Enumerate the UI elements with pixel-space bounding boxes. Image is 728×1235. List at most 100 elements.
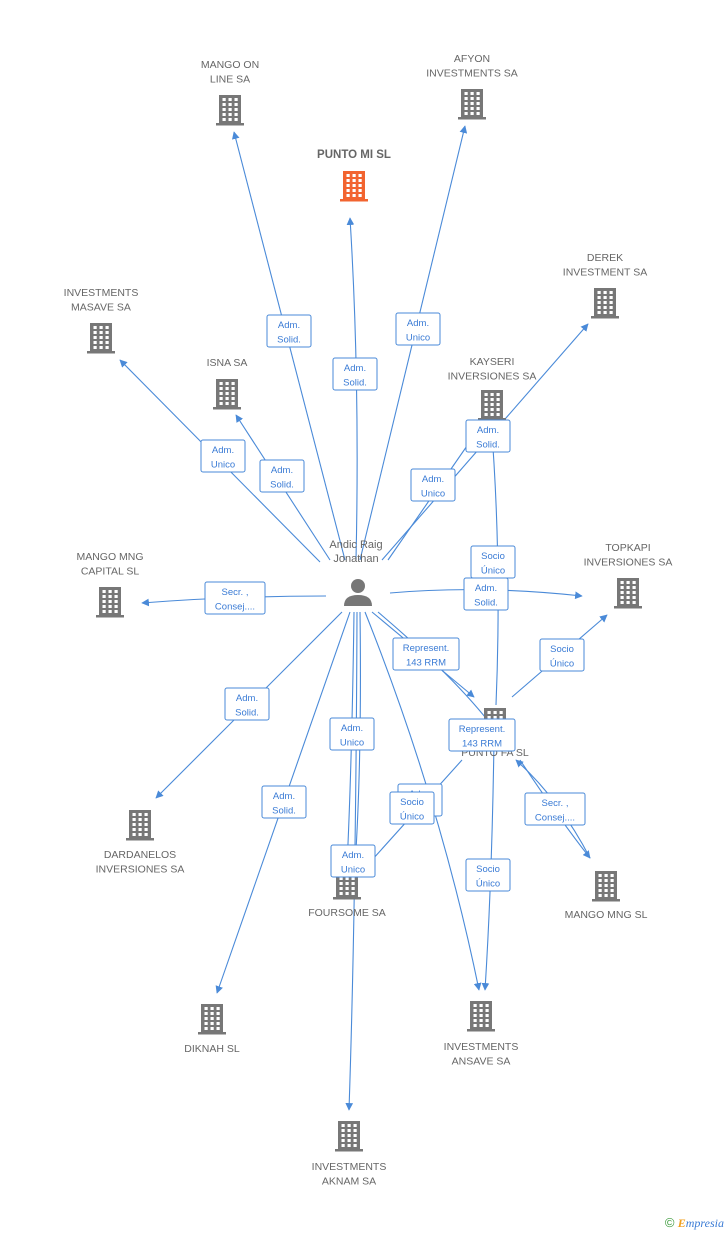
relation-text: Represent. [403,643,449,654]
relation-box [410,468,456,502]
company-label: DIKNAH SL [184,1043,240,1055]
relation-text: Adm. [273,791,295,802]
building-icon [335,1121,363,1152]
person-name-line1: Andic Raig [329,539,382,551]
relation-text: Adm. [271,465,293,476]
relation-text: Adm. [212,445,234,456]
relation-text: Unico [340,738,364,749]
relation-text: Adm. [477,425,499,436]
relation-label-r-afyon[interactable]: Adm.Unico [395,312,441,346]
company-label: INVESTMENT SA [563,267,647,279]
building-icon [591,288,619,319]
relation-label-r-represent-2[interactable]: Represent.143 RRM [448,718,516,752]
relation-label-r-topkapi[interactable]: Adm.Solid. [463,577,509,611]
edges-layer [119,125,608,1111]
company-label: KAYSERI [470,356,515,368]
company-label: INVESTMENTS SA [426,68,518,80]
relation-label-r-foursome-2[interactable]: Adm. Unico [330,844,376,878]
company-node-diknah[interactable]: DIKNAH SL [184,1004,240,1055]
relation-label-r-represent-1[interactable]: Represent.143 RRM [392,637,460,671]
person-icon [344,579,372,606]
company-label: INVERSIONES SA [448,371,537,383]
relation-text: Socio [481,551,505,562]
relation-text: Solid. [277,335,301,346]
relation-text: Solid. [235,708,259,719]
relation-label-r-diknah[interactable]: Adm. Solid. [261,785,307,819]
relation-text: Solid. [272,806,296,817]
company-node-mango-mng[interactable]: MANGO MNG SL [565,871,648,921]
company-label: MANGO ON [201,59,259,71]
company-label: CAPITAL SL [81,566,140,578]
person-node[interactable]: Andic Raig Jonathan [329,539,383,606]
company-label: MANGO MNG SL [565,909,648,921]
company-label: AKNAM SA [322,1176,376,1188]
building-icon [340,171,368,202]
relation-box [330,844,376,878]
relation-text: Consej.... [215,602,255,613]
relation-label-r-derek[interactable]: Adm.Solid. [465,419,511,453]
relation-box [524,792,586,826]
relation-label-r-capital[interactable]: Secr. , Consej.... [204,581,266,615]
relation-text: Adm. [278,320,300,331]
copyright-symbol: © [664,1215,675,1230]
relation-text: Unico [341,865,365,876]
company-label: ANSAVE SA [452,1056,511,1068]
footer-brand[interactable]: © Empresia [665,1215,724,1231]
relation-box [465,419,511,453]
building-icon [198,1004,226,1035]
relation-label-r-kayseri[interactable]: Adm.Unico [410,468,456,502]
company-label: LINE SA [210,74,250,86]
company-node-investments-ansave[interactable]: INVESTMENTS ANSAVE SA [444,1001,519,1068]
company-label: ISNA SA [207,357,248,369]
relation-text: Adm. [236,693,258,704]
relation-label-r-masave[interactable]: Adm. Unico [200,439,246,473]
building-icon [216,95,244,126]
company-label: INVESTMENTS [64,287,139,299]
company-label: PUNTO MI SL [317,149,391,161]
relation-text: Represent. [459,724,505,735]
relation-label-r-foursome-1[interactable]: Adm. Unico [329,717,375,751]
company-label: DARDANELOS [104,849,176,861]
relation-box [332,357,378,391]
company-label: INVESTMENTS [444,1041,519,1053]
relation-label-r-isna[interactable]: Adm.Solid. [259,459,305,493]
relation-label-r-mango-on-line[interactable]: Adm. Solid. [266,314,312,348]
building-icon [614,578,642,609]
relation-label-r-punto-mi[interactable]: Adm.Solid. [332,357,378,391]
company-node-derek[interactable]: DEREK INVESTMENT SA [563,252,647,319]
building-icon [467,1001,495,1032]
relation-text: Socio [476,864,500,875]
building-icon [96,587,124,618]
building-icon [87,323,115,354]
relation-text: Adm. [422,474,444,485]
relation-label-r-dardanelos[interactable]: Adm. Solid. [224,687,270,721]
company-node-isna[interactable]: ISNA SA [207,357,248,410]
company-node-mango-on-line[interactable]: MANGO ON LINE SA [201,59,259,126]
building-icon [213,379,241,410]
relation-text: Único [400,812,424,823]
relation-box [539,638,585,672]
relation-text: Unico [211,460,235,471]
relation-text: Secr. , [222,587,249,598]
relation-text: Socio [400,797,424,808]
company-label: DEREK [587,252,623,264]
relation-text: Adm. [342,850,364,861]
company-node-punto-mi[interactable]: PUNTO MI SL [317,149,391,202]
relation-text: Adm. [341,723,363,734]
relation-text: Secr. , [542,798,569,809]
relation-text: Único [476,879,500,890]
company-node-kayseri[interactable]: KAYSERI INVERSIONES SA [448,356,537,421]
relation-box [261,785,307,819]
relation-label-r-mango-mng[interactable]: Secr. ,Consej.... [524,792,586,826]
